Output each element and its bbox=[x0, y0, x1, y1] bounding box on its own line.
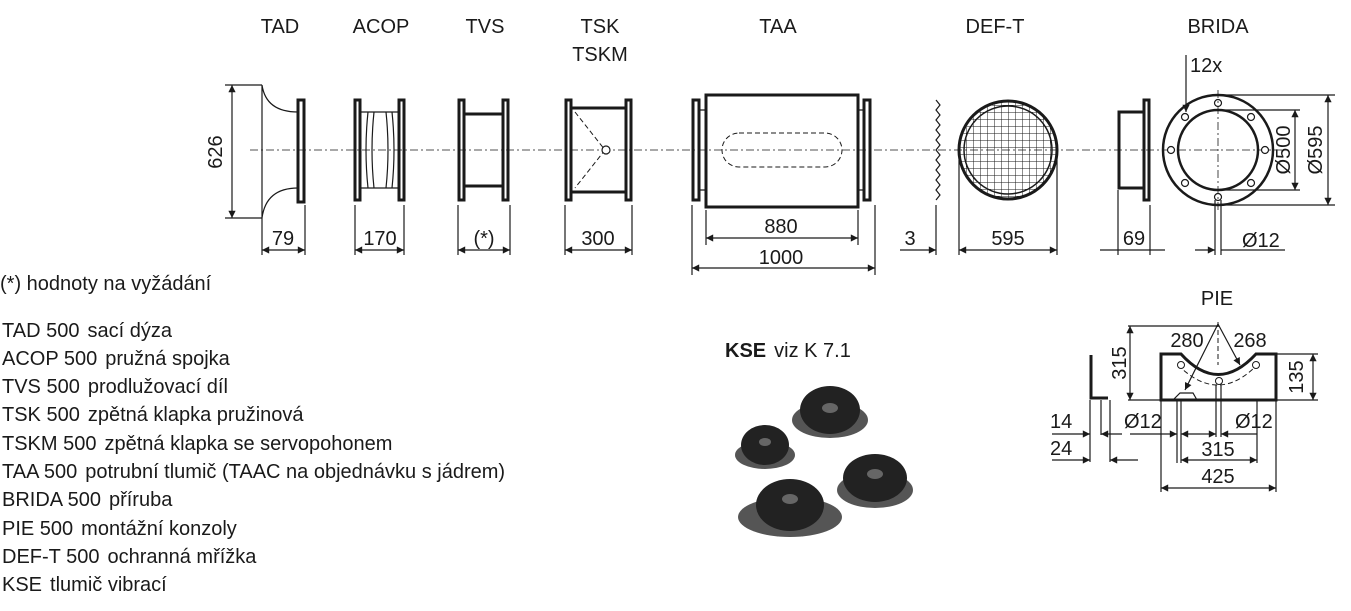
label-tskm: TSKM bbox=[572, 44, 628, 66]
brida-holes-count: 12x bbox=[1190, 55, 1222, 77]
dim-pie-r2: 268 bbox=[1233, 330, 1266, 352]
dim-tad-height: 626 bbox=[205, 135, 227, 168]
acop-drawing: 170 bbox=[353, 98, 406, 255]
label-tad: TAD bbox=[261, 16, 300, 38]
dim-taa-total: 1000 bbox=[759, 247, 804, 269]
label-deft: DEF-T bbox=[966, 16, 1025, 38]
dim-pie-h2: 135 bbox=[1286, 360, 1308, 393]
taa-drawing: 880 1000 bbox=[691, 93, 876, 275]
footnote: (*) hodnoty na vyžádání bbox=[0, 273, 212, 295]
dim-pie-h: 315 bbox=[1109, 346, 1131, 379]
label-acop: ACOP bbox=[353, 16, 410, 38]
tvs-drawing: (*) bbox=[457, 98, 511, 255]
dim-pie-hole2: Ø12 bbox=[1235, 411, 1273, 433]
deft-drawing: 3 595 bbox=[900, 99, 1059, 255]
label-tsk: TSK bbox=[581, 16, 621, 38]
dim-brida-d1: Ø500 bbox=[1273, 126, 1295, 175]
dim-tad-len: 79 bbox=[272, 228, 294, 250]
label-taa: TAA bbox=[759, 16, 797, 38]
dim-brida-len: 69 bbox=[1123, 228, 1145, 250]
dim-brida-hole: Ø12 bbox=[1242, 230, 1280, 252]
kse-vibration-mounts-photo bbox=[735, 386, 913, 537]
label-brida: BRIDA bbox=[1187, 16, 1249, 38]
tsk-drawing: 300 bbox=[564, 98, 633, 255]
dim-brida-d2: Ø595 bbox=[1305, 126, 1327, 175]
dim-pie-t2: 24 bbox=[1050, 438, 1072, 460]
dim-pie-width: 425 bbox=[1201, 466, 1234, 488]
dim-pie-hole1: Ø12 bbox=[1124, 411, 1162, 433]
brida-drawing: 69 12x Ø500 Ø595 Ø12 bbox=[1100, 55, 1335, 255]
pie-drawing: 315 280 268 135 14 24 Ø12 Ø12 315 425 bbox=[1050, 322, 1318, 492]
dim-tsk-len: 300 bbox=[581, 228, 614, 250]
label-pie: PIE bbox=[1201, 288, 1233, 310]
dim-pie-t1: 14 bbox=[1050, 411, 1072, 433]
tad-drawing: 626 79 bbox=[205, 84, 306, 255]
label-tvs: TVS bbox=[466, 16, 505, 38]
dim-taa-inner: 880 bbox=[764, 216, 797, 238]
dim-deft-thk: 3 bbox=[904, 228, 915, 250]
dim-pie-spacing: 315 bbox=[1201, 439, 1234, 461]
dim-pie-r1: 280 bbox=[1170, 330, 1203, 352]
dim-deft-dia: 595 bbox=[991, 228, 1024, 250]
dim-tvs-len: (*) bbox=[473, 228, 494, 250]
dim-acop-len: 170 bbox=[363, 228, 396, 250]
